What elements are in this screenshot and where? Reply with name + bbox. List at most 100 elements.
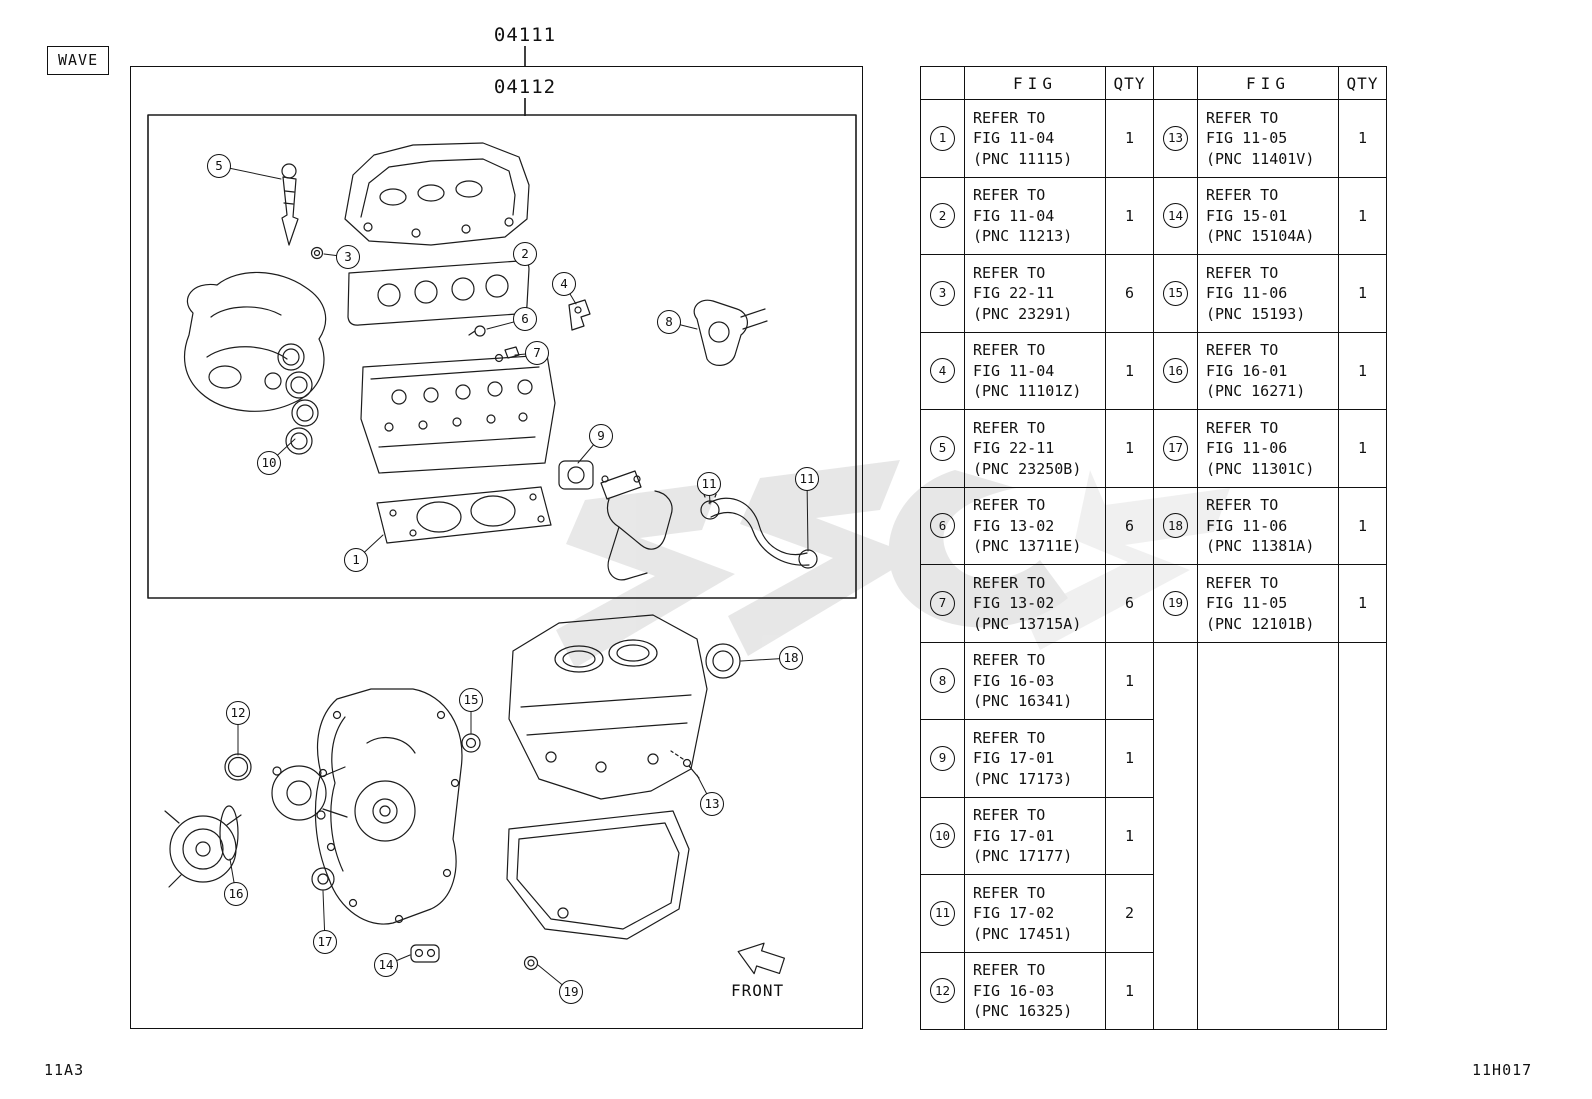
fig-ref-line: (PNC 17177) (973, 847, 1073, 865)
fig-ref-line: FIG 22-11 (973, 284, 1055, 302)
fig-ref-line: REFER TO (973, 108, 1046, 127)
fig-ref-line: REFER TO (1206, 108, 1279, 127)
fig-ref-line: REFER TO (973, 418, 1046, 437)
timing-chain-cover (314, 688, 463, 925)
item-number-badge: 14 (1163, 203, 1188, 229)
callout-14: 14 (374, 953, 398, 977)
cylinder-head (360, 354, 556, 474)
qty-cell: 1 (1105, 641, 1154, 720)
head-gasket (376, 486, 552, 544)
callout-13: 13 (700, 792, 724, 816)
item-number-badge: 12 (930, 978, 955, 1004)
fig-ref-line: REFER TO (1206, 186, 1279, 204)
callout-11: 11 (795, 467, 819, 491)
fig-ref-line: REFER TO (973, 728, 1046, 747)
crankshaft-rear-seal (705, 643, 741, 679)
fig-ref-line: (PNC 11115) (973, 149, 1073, 168)
fig-ref-line: REFER TO (1206, 263, 1279, 282)
item-number-cell: 12 (920, 951, 965, 1030)
item-number-badge: 11 (930, 900, 955, 926)
item-number-cell: 13 (1153, 99, 1198, 178)
item-number-cell: 17 (1153, 409, 1198, 488)
fig-ref-line: FIG 13-02 (973, 594, 1055, 612)
callout-16: 16 (224, 882, 248, 906)
item-header-cell (920, 66, 965, 100)
table-header-row: FIG QTY FIG QTY (920, 66, 1387, 100)
callout-17: 17 (313, 930, 337, 954)
fig-ref-line: (PNC 15193) (1206, 304, 1306, 323)
callout-11: 11 (697, 472, 721, 496)
item-number-cell: 15 (1153, 254, 1198, 333)
callout-3: 3 (336, 245, 360, 269)
fig-ref-line: (PNC 15104A) (1206, 227, 1315, 245)
qty-cell: 1 (1105, 719, 1154, 798)
callout-7: 7 (525, 341, 549, 365)
fig-ref-line: REFER TO (973, 341, 1046, 359)
fig-header: FIG (964, 66, 1106, 100)
fig-ref-line: (PNC 11101Z) (973, 382, 1082, 400)
fig-ref-line: (PNC 11401V) (1206, 149, 1315, 168)
fig-ref-line: FIG 17-01 (973, 749, 1055, 767)
sub-assembly-box (147, 114, 857, 599)
empty-cell (1197, 641, 1339, 1030)
fig-ref-line: (PNC 16271) (1206, 382, 1306, 400)
fig-ref-line: FIG 17-02 (973, 904, 1055, 922)
item-header-cell (1153, 66, 1198, 100)
fig-ref-line: REFER TO (973, 573, 1046, 592)
front-direction-arrow (737, 942, 785, 975)
fig-ref-line: (PNC 23250B) (973, 459, 1082, 478)
qty-cell: 1 (1338, 564, 1387, 643)
item-number-cell: 2 (920, 176, 965, 255)
fig-ref-line: FIG 11-06 (1206, 284, 1288, 302)
callout-9: 9 (589, 424, 613, 448)
item-number-badge: 6 (930, 513, 955, 539)
qty-cell: 2 (1105, 874, 1154, 953)
part-number-04112: 04112 (493, 76, 557, 98)
fig-ref-line: FIG 11-04 (973, 361, 1055, 380)
item-number-cell: 10 (920, 796, 965, 875)
fig-ref-line: REFER TO (973, 883, 1046, 902)
intake-manifold-gasket (277, 343, 319, 455)
fuel-injector (281, 163, 299, 246)
page-code-bottom-left: 11A3 (44, 1061, 85, 1079)
fig-ref-line: (PNC 23291) (973, 304, 1073, 323)
callout-6: 6 (513, 307, 537, 331)
fig-ref-line: REFER TO (973, 961, 1046, 979)
fig-ref-line: REFER TO (1206, 341, 1279, 359)
fig-ref-line: REFER TO (973, 496, 1046, 514)
fig-ref-line: FIG 11-06 (1206, 439, 1288, 457)
fig-ref-line: FIG 11-04 (973, 206, 1055, 225)
cylinder-block (508, 614, 708, 800)
item-number-badge: 18 (1163, 513, 1188, 539)
item-number-badge: 3 (930, 280, 955, 306)
callout-12: 12 (226, 701, 250, 725)
pump-o-ring (219, 805, 239, 861)
wave-label: WAVE (58, 51, 99, 69)
fig-ref-line: REFER TO (1206, 573, 1279, 592)
intake-manifold (183, 271, 327, 412)
callout-leader-lines (218, 165, 809, 993)
water-bypass-hose (700, 486, 818, 569)
fig-ref-line: (PNC 16325) (973, 1002, 1073, 1020)
callout-18: 18 (779, 646, 803, 670)
fig-ref-line: (PNC 16341) (973, 692, 1073, 710)
fig-ref-cell: REFER TO FIG 11-06 (PNC 15193) (1197, 254, 1339, 333)
bolt (670, 750, 700, 779)
qty-cell: 1 (1105, 796, 1154, 875)
fig-ref-line: (PNC 11301C) (1206, 459, 1315, 478)
fig-ref-line: FIG 11-05 (1206, 594, 1288, 612)
